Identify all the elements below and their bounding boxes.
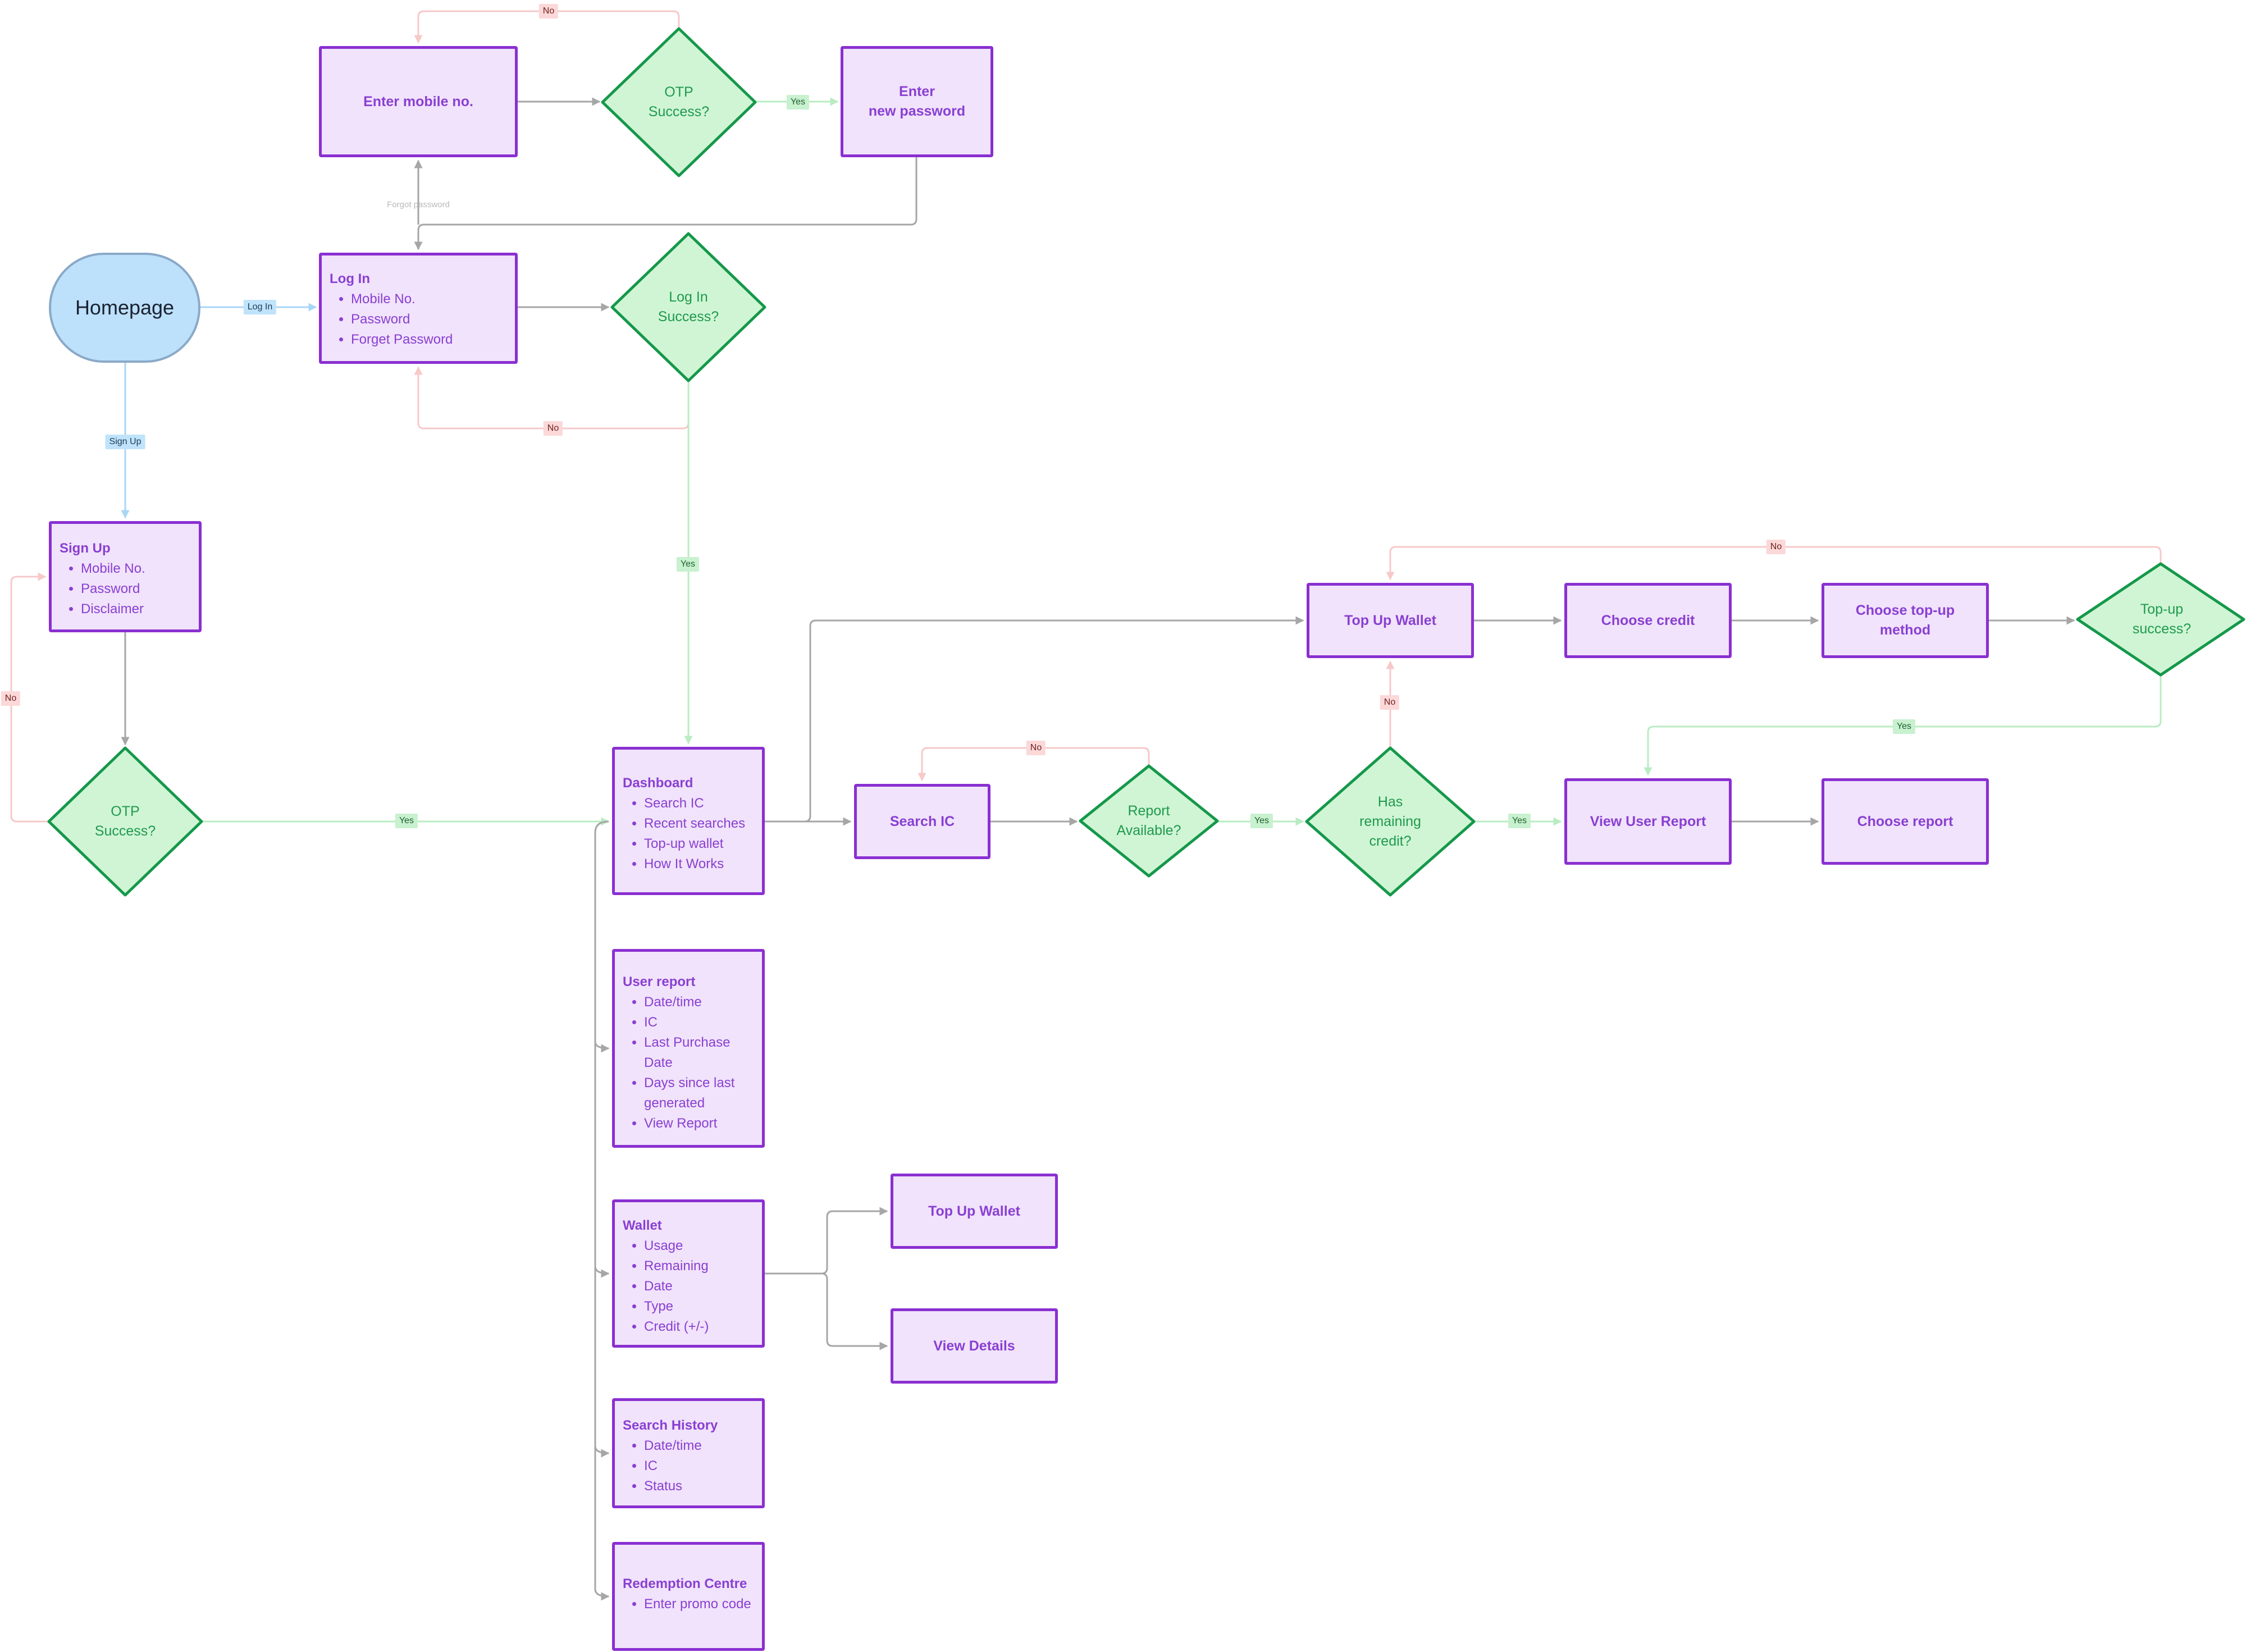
choose-credit-box: Choose credit — [1564, 583, 1732, 658]
view-user-report-label: View User Report — [1590, 813, 1706, 829]
view-details-box: View Details — [891, 1308, 1058, 1384]
top-up-success-diamond — [2076, 562, 2245, 677]
edge-label-yes: Yes — [1508, 814, 1531, 828]
edge-wallet-to-top-up — [765, 1207, 888, 1275]
edge-label-yes: Yes — [786, 95, 810, 109]
list-item: Top-up wallet — [644, 834, 756, 854]
edge-spine-to-user-report — [594, 820, 610, 1053]
enter-mobile-label: Enter mobile no. — [363, 93, 473, 109]
dashboard-box: Dashboard Search IC Recent searches Top-… — [612, 747, 765, 895]
log-in-success-diamond — [610, 232, 766, 382]
list-item: Last Purchase Date — [644, 1033, 756, 1073]
report-available-diamond — [1079, 764, 1219, 878]
view-user-report-box: View User Report — [1564, 778, 1732, 865]
wallet-box: Wallet Usage Remaining Date Type Credit … — [612, 1199, 765, 1348]
edge-label-sign-up: Sign Up — [105, 435, 145, 449]
list-item: View Report — [644, 1113, 756, 1134]
redemption-centre-fields: Enter promo code — [623, 1594, 762, 1614]
homepage-terminal: Homepage — [49, 253, 200, 363]
choose-top-up-method-box: Choose top-up method — [1822, 583, 1989, 658]
list-item: Days since last generated — [644, 1073, 756, 1113]
edge-log-in-no-loop — [414, 366, 690, 430]
edge-wallet-to-view-details — [821, 1272, 888, 1350]
user-report-fields: Date/time IC Last Purchase Date Days sin… — [623, 992, 762, 1134]
otp-top-diamond — [601, 27, 757, 177]
user-report-box: User report Date/time IC Last Purchase D… — [612, 949, 765, 1148]
edge-spine-to-redemption — [594, 1446, 610, 1601]
wallet-top-up-wallet-label: Top Up Wallet — [928, 1203, 1020, 1219]
redemption-centre-box: Redemption Centre Enter promo code — [612, 1542, 765, 1651]
edge-label-no: No — [1, 691, 21, 706]
edge-label-no: No — [543, 421, 563, 436]
wallet-fields: Usage Remaining Date Type Credit (+/-) — [623, 1236, 762, 1337]
edge-spine-to-wallet — [594, 1042, 610, 1278]
edge-label-no: No — [1026, 741, 1046, 755]
sign-up-fields: Mobile No. Password Disclaimer — [60, 559, 199, 619]
list-item: Date/time — [644, 1436, 756, 1456]
edge-label-yes: Yes — [676, 557, 700, 572]
choose-report-label: Choose report — [1857, 813, 1953, 829]
edge-label-yes: Yes — [395, 814, 418, 828]
search-history-fields: Date/time IC Status — [623, 1436, 762, 1496]
has-remaining-credit-diamond — [1305, 746, 1476, 897]
redemption-centre-title: Redemption Centre — [623, 1576, 747, 1591]
wallet-title: Wallet — [623, 1218, 662, 1233]
homepage-label: Homepage — [75, 296, 175, 319]
edge-label-yes: Yes — [1892, 719, 1916, 734]
search-ic-box: Search IC — [854, 784, 990, 859]
sign-up-title: Sign Up — [60, 541, 111, 556]
edge-spine-to-search-history — [594, 1266, 610, 1458]
edge-label-no: No — [1766, 540, 1786, 554]
user-report-title: User report — [623, 974, 696, 989]
list-item: IC — [644, 1456, 756, 1476]
list-item: Credit (+/-) — [644, 1317, 756, 1337]
list-item: Password — [351, 309, 509, 330]
view-details-label: View Details — [933, 1338, 1015, 1354]
choose-report-box: Choose report — [1822, 778, 1989, 865]
edge-label-no: No — [1380, 695, 1400, 710]
search-ic-label: Search IC — [889, 813, 955, 829]
top-up-wallet-label: Top Up Wallet — [1344, 612, 1436, 628]
list-item: Mobile No. — [351, 289, 509, 309]
edge-label-no: No — [538, 4, 559, 19]
edge-label-yes: Yes — [1250, 814, 1273, 828]
list-item: Status — [644, 1476, 756, 1496]
log-in-box: Log In Mobile No. Password Forget Passwo… — [319, 253, 518, 364]
dashboard-title: Dashboard — [623, 775, 693, 791]
edge-password-to-log-in — [414, 157, 917, 250]
list-item: Password — [81, 579, 193, 599]
edge-label-log-in: Log In — [243, 300, 277, 314]
list-item: Date — [644, 1276, 756, 1297]
list-item: Search IC — [644, 793, 756, 814]
dashboard-items: Search IC Recent searches Top-up wallet … — [623, 793, 762, 874]
list-item: Disclaimer — [81, 599, 193, 619]
list-item: Enter promo code — [644, 1594, 756, 1614]
list-item: IC — [644, 1012, 756, 1033]
edge-dashboard-to-top-up-wallet — [765, 616, 1304, 823]
enter-new-password-label: Enter new password — [868, 84, 966, 119]
list-item: Date/time — [644, 992, 756, 1012]
list-item: Recent searches — [644, 814, 756, 834]
search-history-title: Search History — [623, 1418, 718, 1433]
enter-new-password-box: Enter new password — [841, 46, 993, 157]
choose-credit-label: Choose credit — [1601, 612, 1695, 628]
edge-label-forgot-password: Forgot password — [387, 200, 450, 209]
search-history-box: Search History Date/time IC Status — [612, 1398, 765, 1508]
list-item: Remaining — [644, 1256, 756, 1276]
list-item: Mobile No. — [81, 559, 193, 579]
top-up-wallet-box: Top Up Wallet — [1307, 583, 1474, 658]
list-item: Forget Password — [351, 330, 509, 350]
choose-top-up-method-label: Choose top-up method — [1855, 603, 1955, 638]
list-item: Usage — [644, 1236, 756, 1256]
log-in-title: Log In — [330, 271, 370, 286]
list-item: Type — [644, 1297, 756, 1317]
enter-mobile-box: Enter mobile no. — [319, 46, 518, 157]
log-in-fields: Mobile No. Password Forget Password — [330, 289, 515, 350]
list-item: How It Works — [644, 854, 756, 874]
wallet-top-up-wallet-box: Top Up Wallet — [891, 1174, 1058, 1249]
otp-left-diamond — [47, 746, 203, 897]
sign-up-box: Sign Up Mobile No. Password Disclaimer — [49, 521, 202, 632]
